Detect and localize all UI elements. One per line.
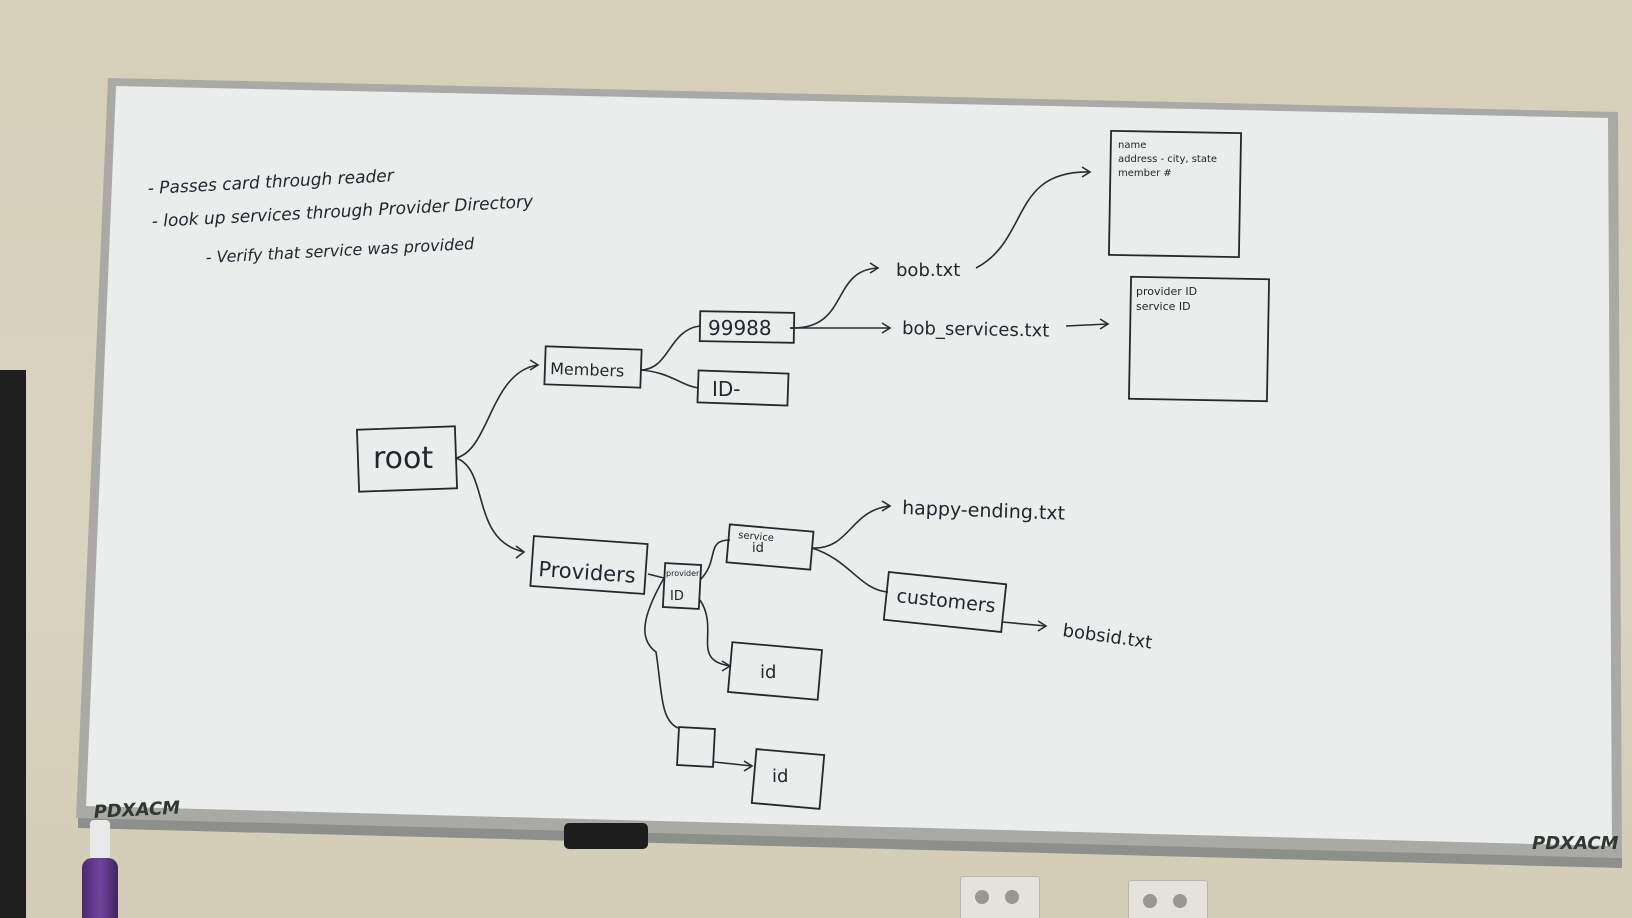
spray-bottle: [82, 858, 118, 918]
service-id-label: id: [752, 541, 764, 556]
member-number-label: 99988: [708, 316, 772, 340]
service-id-small-label: service: [738, 530, 775, 544]
root-label: root: [373, 441, 433, 476]
member-file-fields: name address - city, state member #: [1118, 140, 1217, 179]
bob-txt-label: bob.txt: [896, 260, 960, 281]
eraser: [564, 823, 648, 849]
power-outlet-right: [1128, 880, 1208, 918]
service-file-fields: provider ID service ID: [1136, 285, 1197, 313]
provider-id-small-label: provider: [666, 569, 700, 578]
member-field-name: name: [1118, 140, 1146, 151]
tree-connectors: [455, 171, 1109, 767]
provider-id-label: ID: [670, 589, 684, 604]
pdxacm-logo-right: PDXACM: [1532, 833, 1619, 854]
member-field-number: member #: [1118, 168, 1172, 179]
service-field-provider: provider ID: [1136, 285, 1197, 298]
wall-shelf: [0, 370, 26, 918]
node-labels: root Members 99988 ID- Providers provide…: [373, 316, 997, 787]
arrowheads: [515, 166, 1110, 772]
service-field-service: service ID: [1136, 300, 1191, 313]
member-field-address: address - city, state: [1118, 154, 1217, 165]
node-boxes: [356, 129, 1270, 810]
members-label: Members: [550, 359, 625, 381]
id-box-1-label: id: [760, 662, 776, 683]
bob-services-label: bob_services.txt: [902, 318, 1050, 342]
spray-bottle-nozzle: [90, 820, 110, 860]
id-dir-label: ID-: [712, 377, 741, 401]
board-surface: [86, 86, 1612, 846]
power-outlet-left: [960, 876, 1040, 918]
id-box-2-label: id: [772, 766, 788, 787]
pdxacm-logo-left: PDXACM: [93, 797, 181, 823]
marker-tray: [78, 818, 1622, 868]
